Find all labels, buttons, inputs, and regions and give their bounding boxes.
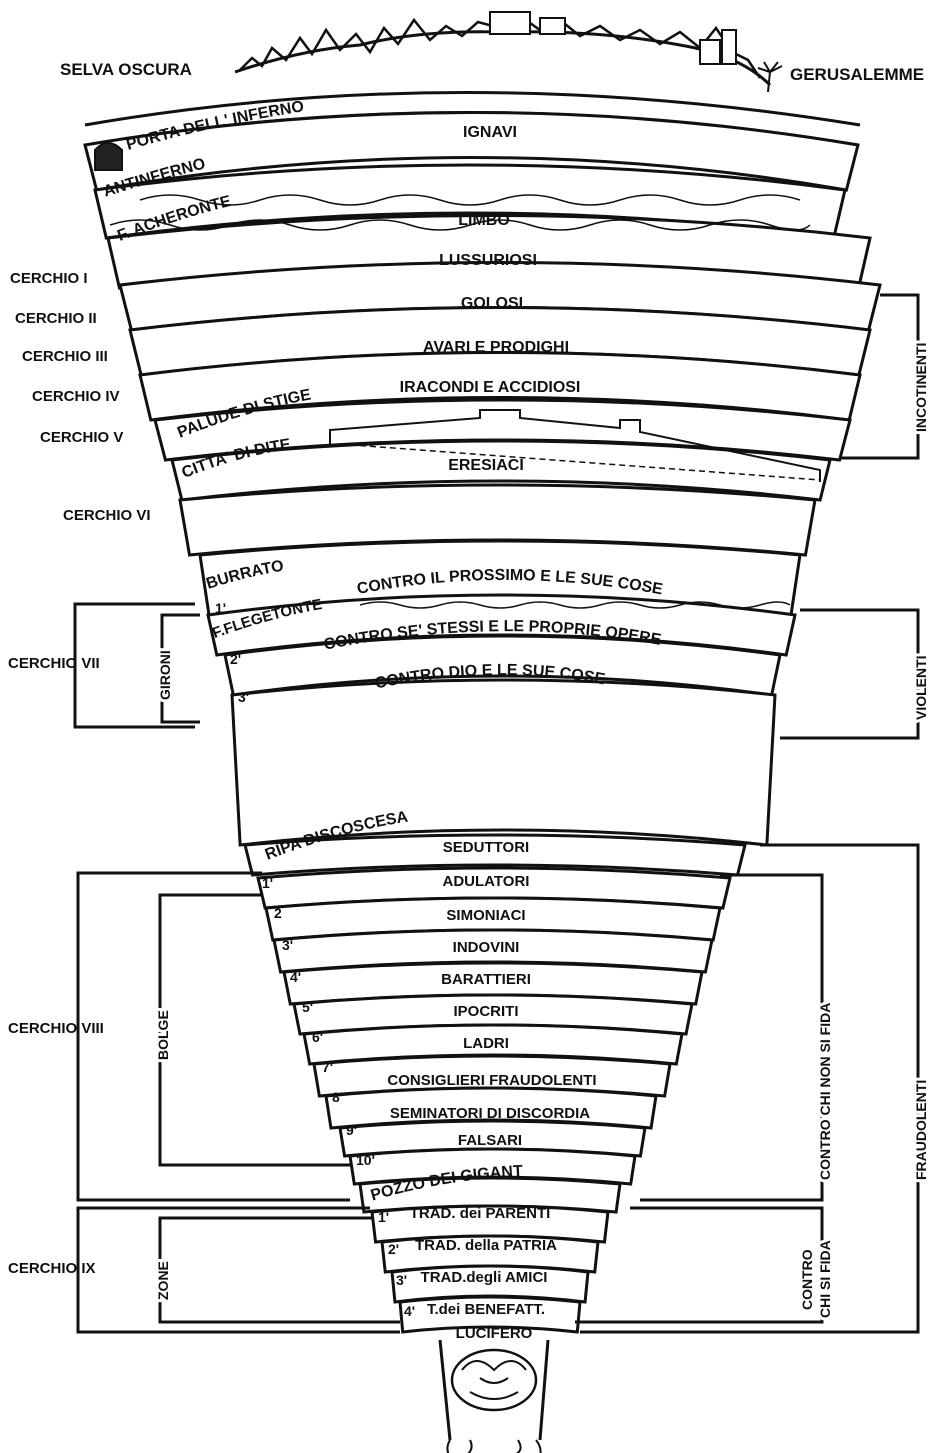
incontinenti-label: INCOTINENTI [913, 343, 929, 432]
cerchio-label-5: CERCHIO V [40, 429, 123, 446]
selva-oscura-label: SELVA OSCURA [60, 60, 192, 79]
band-label-falsari: FALSARI [458, 1132, 522, 1149]
funnel-bands [83, 111, 882, 1334]
girone-number: 3' [238, 689, 249, 705]
band-label-benefatt: T.dei BENEFATT. [427, 1301, 545, 1318]
band-label-lucifero: LUCIFERO [456, 1325, 533, 1342]
bolgia-number: 9' [346, 1122, 357, 1138]
band-label-eresiaci: ERESIACI [448, 457, 524, 474]
contro-fida-label-1: CONTRO [799, 1249, 815, 1310]
band-label-avari: AVARI E PRODIGHI [423, 339, 569, 356]
lucifer-figure-icon [450, 1348, 538, 1412]
lucifer-roots-icon [446, 1439, 542, 1453]
funnel-band [170, 439, 832, 502]
girone-number: 2' [230, 651, 241, 667]
band-label-limbo: LIMBO [458, 212, 510, 229]
bolge-numbers: 1' 2 3' 4' 5' 6' 7' 8' 9' 10' [262, 875, 375, 1168]
girone-number: 1' [215, 600, 226, 616]
gironi-label: GIRONI [157, 650, 173, 700]
surface-crust [84, 11, 861, 147]
bolge-label: BOLGE [155, 1010, 171, 1060]
contro-fida-label-2: CHI SI FIDA [817, 1240, 833, 1318]
bolgia-number: 3' [282, 937, 293, 953]
cerchio-label-2: CERCHIO II [15, 310, 97, 327]
cerchio-label-8: CERCHIO VIII [8, 1020, 104, 1037]
band-label-simoniaci: SIMONIACI [446, 907, 525, 924]
lucifer-pit: LUCIFERO [438, 1325, 550, 1453]
bolgia-number: 6' [312, 1029, 323, 1045]
flegetonte-river-waves [359, 601, 791, 609]
bolgia-number: 8' [332, 1089, 343, 1105]
city-buildings-icon [489, 11, 737, 65]
zona-number: 4' [404, 1303, 415, 1319]
bolgia-number: 5' [302, 999, 313, 1015]
vegetation-scribble [239, 14, 762, 79]
band-label-seduttori: SEDUTTORI [443, 839, 529, 856]
bolgia-number: 1' [262, 875, 273, 891]
bracket-cerchio-viii: BOLGE [76, 871, 350, 1202]
gironi-numbers: 1' 2' 3' [215, 600, 249, 705]
zona-number: 1' [378, 1209, 389, 1225]
funnel-band [230, 678, 777, 847]
lucifer-pit-walls [438, 1339, 550, 1441]
gerusalemme-label: GERUSALEMME [790, 65, 924, 84]
violenti-label: VIOLENTI [913, 655, 929, 720]
band-label-indovini: INDOVINI [453, 939, 520, 956]
bracket-cerchio-ix: ZONE [76, 1206, 400, 1334]
zona-number: 2' [388, 1241, 399, 1257]
bracket-contro-chi-si-fida: CONTRO CHI SI FIDA [575, 1206, 836, 1324]
cerchio-label-1: CERCHIO I [10, 270, 88, 287]
band-label-patria: TRAD. della PATRIA [415, 1237, 557, 1254]
zone-numbers: 1' 2' 3' 4' [378, 1209, 415, 1319]
band-label-consiglieri: CONSIGLIERI FRAUDOLENTI [387, 1072, 596, 1089]
bolgia-number: 2 [274, 905, 282, 921]
bracket-contro-chi-non-si-fida: CONTRO CHI NON SI FIDA [640, 873, 836, 1202]
fraudolenti-label: FRAUDOLENTI [913, 1080, 929, 1180]
cerchio-label-7: CERCHIO VII [8, 655, 100, 672]
crust-top [84, 91, 861, 127]
band-label-parenti: TRAD. dei PARENTI [410, 1205, 551, 1222]
band-label-golosi: GOLOSI [461, 295, 523, 312]
lucifer-wings-icon [461, 1360, 527, 1400]
porta-gate-icon [94, 142, 123, 171]
cerchio-label-3: CERCHIO III [22, 348, 108, 365]
bolgia-number: 7' [322, 1059, 333, 1075]
cerchio-label-6: CERCHIO VI [63, 507, 151, 524]
bracket-cerchio-vii: GIRONI [73, 602, 200, 729]
bracket-violenti: VIOLENTI [780, 608, 930, 740]
band-label-seminatori: SEMINATORI DI DISCORDIA [390, 1105, 590, 1122]
band-label-ignavi: IGNAVI [463, 124, 517, 141]
band-label-amici: TRAD.degli AMICI [421, 1269, 548, 1286]
band-label-ipocriti: IPOCRITI [453, 1003, 518, 1020]
bracket-fraudolenti: FRAUDOLENTI [580, 843, 930, 1334]
zona-number: 3' [396, 1272, 407, 1288]
band-label-lussuriosi: LUSSURIOSI [439, 252, 537, 269]
cerchio-label-9: CERCHIO IX [8, 1260, 96, 1277]
band-label-iracondi: IRACONDI E ACCIDIOSI [400, 379, 581, 396]
dite-city-walls-icon [329, 409, 821, 482]
bolgia-number: 4' [290, 969, 301, 985]
funnel-band [398, 1295, 582, 1334]
bolgia-number: 10' [356, 1152, 375, 1168]
acheronte-river-waves [109, 194, 811, 231]
band-label-ladri: LADRI [463, 1035, 509, 1052]
contro-non-fida-label: CONTRO CHI NON SI FIDA [817, 1003, 833, 1180]
palm-tree-icon [757, 61, 783, 93]
bracket-incontinenti: INCOTINENTI [840, 293, 930, 460]
band-label-adulatori: ADULATORI [443, 873, 530, 890]
zone-label: ZONE [155, 1261, 171, 1300]
band-label-barattieri: BARATTIERI [441, 971, 531, 988]
cerchio-label-4: CERCHIO IV [32, 388, 120, 405]
